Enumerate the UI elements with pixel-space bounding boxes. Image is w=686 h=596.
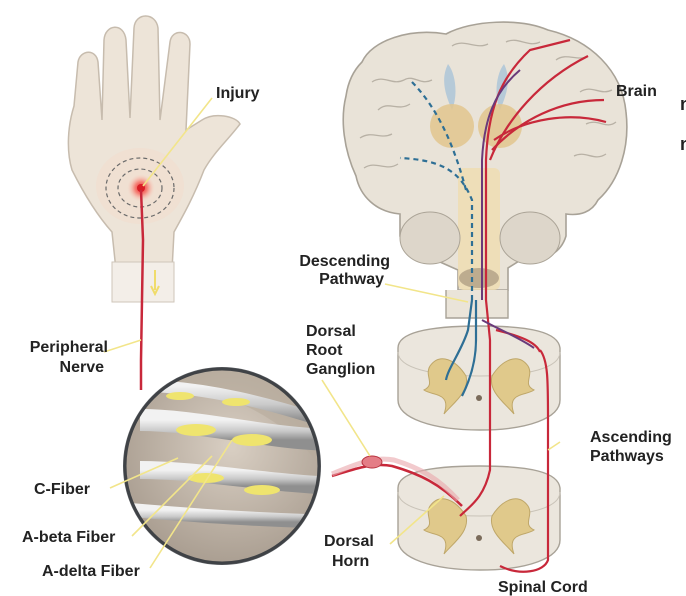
label-peripheral-line2: Nerve [60,359,105,376]
hand-illustration [68,16,240,302]
label-a-beta: A-beta Fiber [22,529,115,546]
label-injury: Injury [216,85,260,102]
cropped-edge-char-2: n [680,134,686,154]
label-dorsal-root-line3: Ganglion [306,361,375,378]
label-a-delta: A-delta Fiber [42,563,140,580]
label-dorsal-horn-line2: Horn [332,553,369,570]
label-dorsal-root-line2: Root [306,342,343,359]
label-descending-line2: Pathway [319,271,384,288]
cropped-edge-char-1: n [680,94,686,114]
label-peripheral-line1: Peripheral [30,339,108,356]
label-dorsal-root-line1: Dorsal [306,323,356,340]
dorsal-root-ganglion [362,456,382,468]
label-spinal-cord: Spinal Cord [498,579,588,596]
label-ascending-line1: Ascending [590,429,672,446]
label-descending-line1: Descending [299,253,390,270]
spinal-section-upper [398,326,560,430]
nerve-fiber-magnifier [123,360,340,565]
label-brain: Brain [616,83,657,100]
spinal-section-lower [398,466,560,570]
peripheral-nerve-line [141,190,143,390]
label-c-fiber: C-Fiber [34,481,90,498]
label-dorsal-horn-line1: Dorsal [324,533,374,550]
label-ascending-line2: Pathways [590,448,664,465]
